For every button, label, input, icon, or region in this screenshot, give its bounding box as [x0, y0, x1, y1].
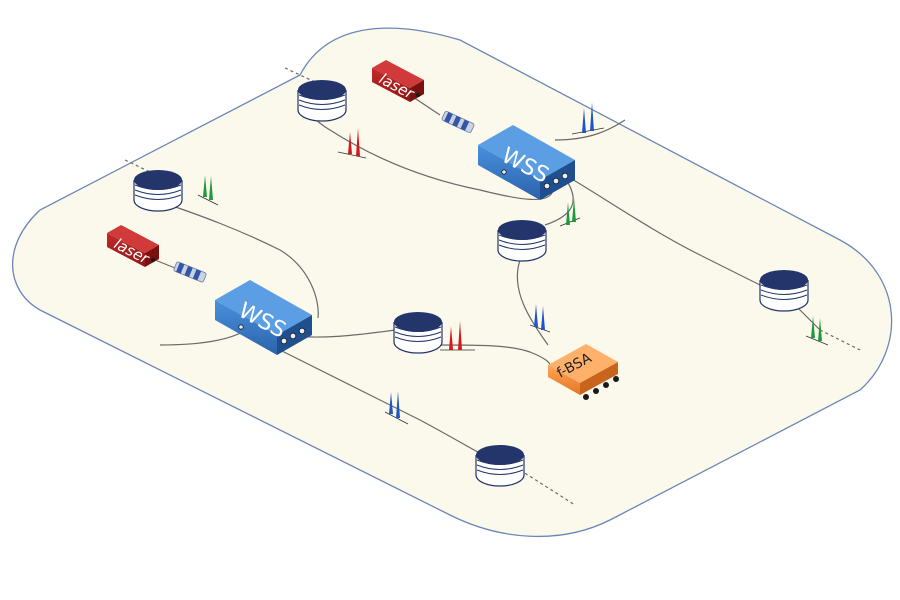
fiber-spool-icon: [133, 169, 183, 212]
fiber-spool-icon: [497, 219, 547, 262]
laser-port-icon: [415, 92, 421, 98]
wss-port-icon: [552, 177, 560, 185]
fiber-exit-dashed: [819, 329, 861, 351]
spectrum-peaks-icon: [197, 175, 219, 206]
wss-port-icon: [561, 172, 569, 180]
spectrum-peaks-icon: [337, 128, 367, 159]
wss-port-icon: [543, 182, 551, 190]
spectrum-peaks-icon: [529, 304, 551, 333]
wss-switch-left: WSS: [215, 280, 312, 355]
fbsa-port-icon: [603, 382, 609, 388]
wss-port-icon: [501, 169, 507, 175]
fiber-link: [554, 119, 626, 141]
fiber-spool-icon: [393, 311, 443, 354]
laser-port-icon: [150, 257, 156, 263]
fbsa-port-icon: [593, 388, 599, 394]
fiber-exit-dashed: [519, 469, 576, 506]
fiber-spool-icon: [759, 269, 809, 312]
wss-port-icon: [280, 337, 288, 345]
platform-board: [11, 27, 893, 538]
spectrum-peaks-icon: [805, 316, 829, 346]
fiber-link: [544, 177, 574, 226]
fbsa-port-icon: [583, 394, 589, 400]
fiber-link: [269, 344, 486, 457]
fiber-link: [154, 199, 319, 319]
fiber-exit-dashed: [124, 159, 151, 173]
spectrum-peaks-icon: [559, 198, 581, 227]
wss-port-icon: [289, 332, 297, 340]
spectrum-peaks-icon: [384, 391, 409, 425]
fiber-spool-icon: [475, 444, 525, 487]
spectrum-peaks-icon: [440, 321, 475, 351]
wss-port-icon: [238, 324, 244, 330]
fbsa-port-icon: [613, 376, 619, 382]
wss-switch-top: WSS: [478, 125, 575, 200]
fiber-spool-icon: [297, 79, 347, 122]
fbsa-amplifier: f-BSA: [548, 344, 619, 400]
spectrum-peaks-icon: [571, 102, 605, 135]
fiber-link: [516, 259, 549, 346]
wss-port-icon: [298, 327, 306, 335]
fiber-link: [439, 344, 553, 369]
